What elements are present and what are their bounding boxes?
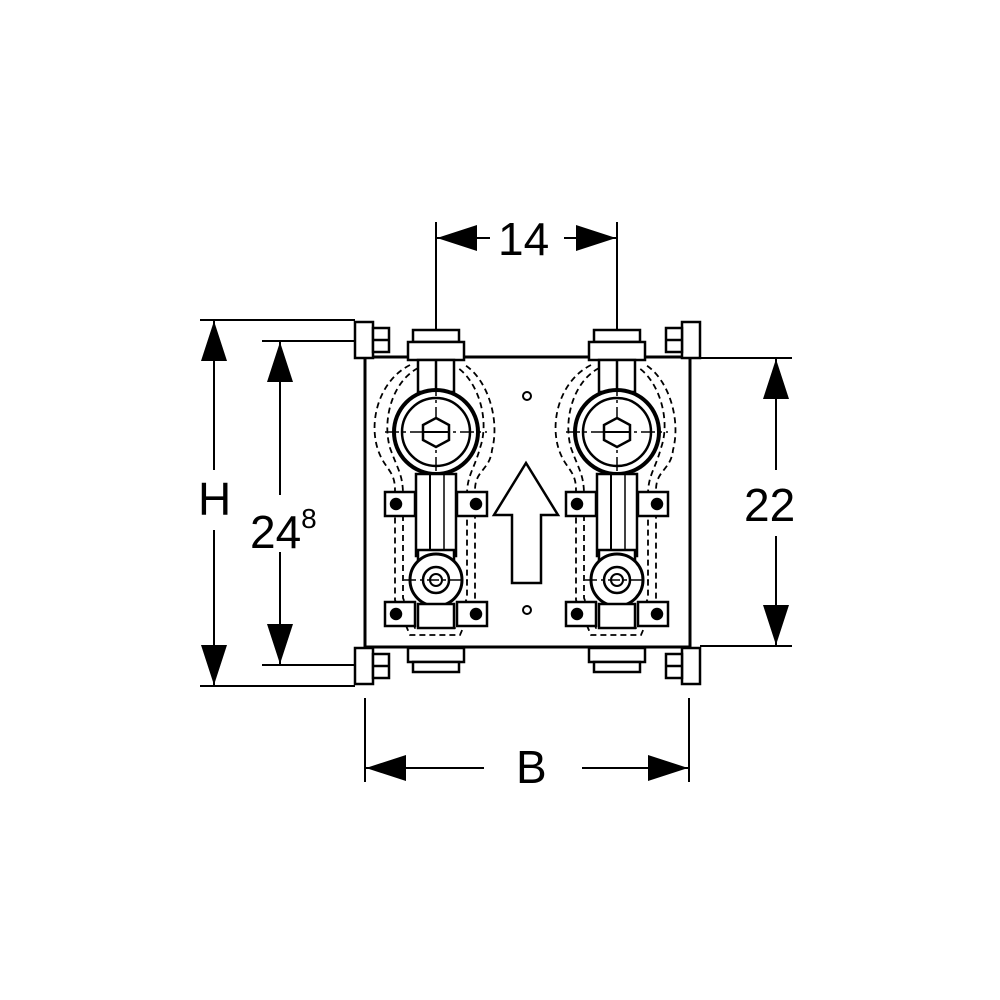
pipe-connector-icon-bottom [587, 646, 647, 674]
dimension-label-24-base: 24 [250, 506, 302, 558]
pipe-connector-icon-bottom [406, 646, 466, 674]
valve-icon [385, 382, 487, 482]
mounting-bracket-icon-lower [383, 600, 489, 628]
bracket-top-right [664, 320, 702, 360]
dimension-label-24-sup: 8 [301, 503, 317, 534]
dimension-label-b: B [516, 741, 547, 793]
bracket-bottom-right [664, 646, 702, 686]
valve-icon-lower [585, 548, 649, 630]
pipe-connector-icon [406, 328, 466, 394]
valve-assembly-left [373, 328, 496, 674]
dashed-envelope-left [373, 364, 496, 636]
dimension-label-24-8: 248 [250, 503, 317, 558]
mounting-bracket-icon-lower [564, 600, 670, 628]
dimension-label-22: 22 [744, 479, 796, 531]
flow-direction-arrow-icon [491, 460, 561, 585]
screw-icon-bottom [522, 605, 532, 615]
valve-assembly-right [554, 328, 677, 674]
dimension-label-h: H [198, 473, 232, 525]
dimension-lines [200, 222, 792, 782]
valve-icon-lower [404, 548, 468, 630]
valve-icon [566, 382, 668, 482]
bracket-top-left [353, 320, 391, 360]
mounting-bracket-icon [564, 490, 670, 518]
corner-brackets [353, 320, 702, 686]
bracket-bottom-left [353, 646, 391, 686]
screw-icon-top [522, 391, 532, 401]
dimension-label-14: 14 [498, 213, 550, 265]
mounting-bracket-icon [383, 490, 489, 518]
